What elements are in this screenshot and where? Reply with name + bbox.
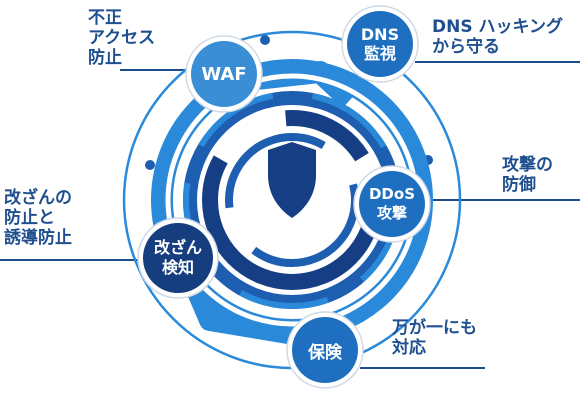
caption-ddos: 攻撃の 防御: [502, 155, 553, 195]
node-waf: [185, 35, 263, 113]
caption-tamper: 改ざんの 防止と 誘導防止: [4, 188, 72, 248]
node-ddos: [353, 165, 431, 243]
shield-icon: [268, 142, 316, 218]
connector-lines: [0, 61, 580, 369]
ring-dot: [260, 35, 270, 45]
node-dns: [341, 5, 419, 83]
caption-waf: 不正 アクセス 防止: [88, 8, 156, 68]
node-tamper: [137, 217, 219, 299]
caption-dns: DNS ハッキング から守る: [432, 17, 563, 57]
ring-dot: [145, 160, 155, 170]
caption-insurance: 万が一にも 対応: [392, 318, 477, 358]
node-insurance: [286, 311, 364, 389]
